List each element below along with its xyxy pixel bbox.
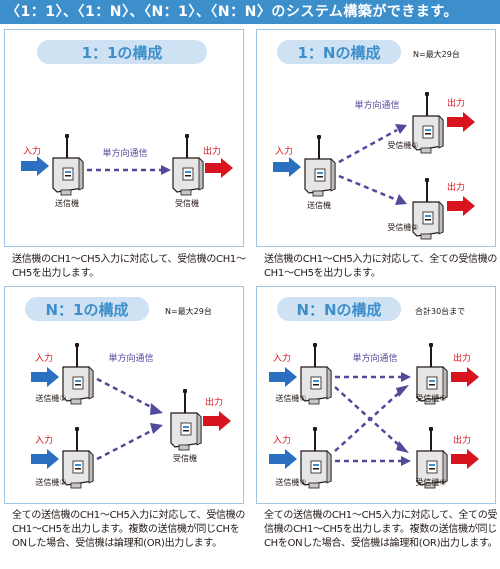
comm-line-1: [96, 377, 156, 411]
input-arrow-icon: [269, 449, 297, 469]
transmitter-label-1: 送信機①: [35, 393, 66, 403]
output-arrow-icon: [203, 411, 231, 431]
input-arrow-icon: [269, 367, 297, 387]
comm-label: 単方向通信: [354, 99, 399, 111]
page-header: 〈1：1〉、〈1：N〉、〈N：1〉、〈N：N〉のシステム構築ができます。: [0, 0, 500, 24]
transmitter-label-1: 送信機①: [275, 393, 306, 403]
comm-line-1: [338, 128, 398, 164]
comm-arrowhead: [401, 456, 411, 466]
comm-line-cross-2: [334, 390, 402, 452]
panel-n-to-n-description: 全ての送信機のCH1〜CH5入力に対応して、全ての受信機のCH1〜CH5を出力し…: [264, 510, 498, 549]
output-arrow-icon: [205, 158, 233, 178]
receiver-label-2: 受信機②: [415, 477, 446, 487]
receiver-label: 受信機: [175, 198, 199, 208]
transmitter-label-2: 送信機②: [275, 477, 306, 487]
comm-arrowhead: [150, 423, 163, 434]
transmitter-label-2: 送信機②: [35, 477, 66, 487]
transmitter-device-icon: [62, 426, 94, 489]
comm-line-cross-1: [334, 386, 402, 448]
panel-1-to-1: 1：1の構成 入力 送信機 単方向通信 受信機 出力: [4, 29, 244, 247]
comm-arrowhead: [150, 403, 163, 415]
output-arrow-icon: [451, 367, 479, 387]
panel-1-to-n-description: 送信機のCH1〜CH5入力に対応して、全ての受信機のCH1〜CH5を出力します。: [264, 254, 498, 279]
transmitter-label: 送信機: [55, 198, 79, 208]
receiver-label: 受信機: [173, 453, 197, 463]
output-arrow-icon: [447, 196, 475, 216]
comm-arrowhead: [395, 194, 407, 205]
output-label-1: 出力: [453, 352, 471, 364]
transmitter-device-icon: [304, 134, 336, 197]
comm-label: 単方向通信: [102, 147, 147, 159]
comm-arrowhead: [161, 165, 171, 175]
panel-n-to-1: N：1の構成 N=最大29台 入力 送信機① 入力 送信機② 単方向通信 受信機…: [4, 286, 244, 504]
panel-title: N：Nの構成: [296, 301, 381, 319]
input-label: 入力: [275, 145, 293, 157]
receiver-label-1: 受信機①: [387, 140, 418, 150]
receiver-label-2: 受信機②: [387, 222, 418, 232]
output-label: 出力: [205, 396, 223, 408]
output-label-1: 出力: [447, 97, 465, 109]
comm-arrowhead: [401, 372, 411, 382]
input-label-2: 入力: [273, 434, 291, 446]
output-label-2: 出力: [447, 181, 465, 193]
panel-1-to-1-description: 送信機のCH1〜CH5入力に対応して、受信機のCH1〜CH5を出力します。: [12, 254, 246, 279]
panel-note: N=最大29台: [165, 306, 212, 316]
transmitter-device-icon: [62, 342, 94, 405]
comm-arrowhead: [396, 385, 409, 397]
input-label-1: 入力: [35, 352, 53, 364]
panel-title: 1：1の構成: [82, 44, 163, 62]
input-arrow-icon: [31, 449, 59, 469]
panel-title: N：1の構成: [46, 301, 129, 319]
output-label: 出力: [203, 145, 221, 157]
panel-note: N=最大29台: [413, 49, 460, 59]
comm-label: 単方向通信: [108, 352, 153, 364]
comm-label: 単方向通信: [352, 352, 397, 364]
panel-title: 1：Nの構成: [298, 44, 381, 62]
receiver-label-1: 受信機①: [415, 393, 446, 403]
transmitter-device-icon: [52, 133, 84, 196]
comm-arrowhead: [396, 441, 409, 453]
comm-line-2: [338, 174, 398, 202]
panel-n-to-1-description: 全ての送信機のCH1〜CH5入力に対応して、受信機のCH1〜CH5を出力します。…: [12, 510, 246, 549]
receiver-device-icon: [170, 388, 202, 451]
transmitter-label: 送信機: [307, 200, 331, 210]
comm-line-2: [96, 427, 156, 461]
output-arrow-icon: [447, 112, 475, 132]
input-label-2: 入力: [35, 434, 53, 446]
panel-note: 合計30台まで: [415, 306, 465, 316]
receiver-device-icon: [172, 133, 204, 196]
output-label-2: 出力: [453, 434, 471, 446]
panel-1-to-n: 1：Nの構成 N=最大29台 入力 送信機 単方向通信 受信機① 出力 受信機②…: [256, 29, 496, 247]
input-arrow-icon: [31, 367, 59, 387]
input-arrow-icon: [21, 156, 49, 176]
output-arrow-icon: [451, 449, 479, 469]
input-label: 入力: [23, 145, 41, 157]
input-label-1: 入力: [273, 352, 291, 364]
panel-n-to-n: N：Nの構成 合計30台まで 入力 送信機① 入力 送信機② 単方向通信 受信機…: [256, 286, 496, 504]
input-arrow-icon: [273, 157, 301, 177]
comm-arrowhead: [395, 124, 407, 134]
